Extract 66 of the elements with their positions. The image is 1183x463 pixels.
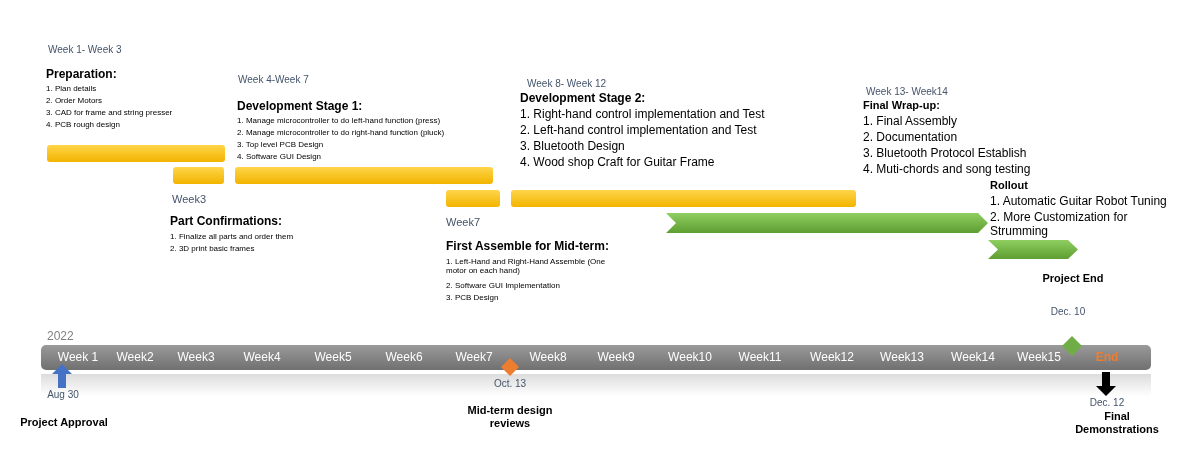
year-label: 2022 (47, 330, 74, 344)
week-label: Week12 (810, 350, 854, 364)
task-item: 3. PCB Design (446, 293, 499, 303)
date-range: Week 1- Week 3 (48, 44, 122, 56)
task-item: 1. Finalize all parts and order them (170, 232, 294, 242)
date-range: Week3 (172, 193, 207, 206)
task-item: 1. Manage microcontroller to do left-hand function (press) (237, 116, 441, 126)
task-bar (446, 190, 500, 207)
milestone-date: Dec. 10 (1049, 306, 1087, 318)
week-label: Week15 (1017, 350, 1061, 364)
week-label: Week7 (455, 350, 493, 364)
phase-heading: Part Confirmations: (170, 215, 282, 229)
milestone-date: Aug 30 (46, 389, 80, 401)
task-item: 2. More Customization for Strumming (990, 211, 1129, 239)
task-item: 1. Left-Hand and Right-Hand Assemble (One motor on each hand) (446, 257, 607, 276)
week-label: Week4 (243, 350, 281, 364)
milestone-label: Final Demonstrations (1074, 410, 1160, 436)
milestone-date: Oct. 13 (492, 378, 528, 390)
task-item: 2. 3D print basic frames (170, 244, 255, 254)
date-range: Week 4-Week 7 (238, 74, 309, 86)
task-item: 2. Left-hand control implementation and Test (520, 124, 757, 138)
task-bar (173, 167, 224, 184)
task-bar (511, 190, 856, 207)
task-item: 2. Documentation (863, 131, 958, 145)
week-label: Week14 (951, 350, 995, 364)
phase-heading: Preparation: (46, 68, 117, 82)
task-item: 3. Bluetooth Design (520, 140, 625, 154)
week-label: Week3 (177, 350, 215, 364)
week-label: Week10 (668, 350, 712, 364)
milestone-label: Project Approval (19, 416, 109, 429)
phase-heading: Development Stage 1: (237, 100, 363, 114)
task-bar (235, 167, 493, 184)
phase-heading: Development Stage 2: (520, 92, 646, 106)
phase-heading: Final Wrap-up: (863, 99, 940, 112)
task-item: 3. CAD for frame and string presser (46, 108, 173, 118)
week-label: Week 1 (57, 350, 99, 364)
task-item: 1. Final Assembly (863, 115, 958, 129)
week-label: Week2 (116, 350, 154, 364)
milestone-label: Mid-term design reviews (466, 404, 554, 430)
task-item: 2. Manage microcontroller to do right-hand function (pluck) (237, 128, 445, 138)
timeline-band (41, 345, 1151, 370)
week-label: Week11 (738, 350, 782, 364)
task-item: 3. Top level PCB Design (237, 140, 324, 150)
week-label: Week5 (314, 350, 352, 364)
date-range: Week 8- Week 12 (527, 78, 607, 90)
week-label: End (1095, 350, 1119, 364)
task-item: 2. Order Motors (46, 96, 102, 106)
phase-heading: First Assemble for Mid-term: (446, 240, 609, 254)
task-item: 1. Plan details (46, 84, 97, 94)
date-range: Week 13- Week14 (866, 86, 948, 98)
week-label: Week13 (880, 350, 924, 364)
week-label: Week6 (385, 350, 423, 364)
milestone-label: Project End (1041, 272, 1105, 285)
task-item: 1. Right-hand control implementation and Test (520, 108, 765, 122)
task-item: 2. Software GUI Implementation (446, 281, 560, 291)
task-item: 4. Software GUI Design (237, 152, 322, 162)
task-bar (47, 145, 225, 162)
task-item: 1. Automatic Guitar Robot Tuning (990, 195, 1167, 209)
task-item: 4. Muti-chords and song testing (863, 163, 1031, 177)
date-range: Week7 (446, 216, 481, 229)
task-item: 3. Bluetooth Protocol Establish (863, 147, 1027, 161)
milestone-date: Dec. 12 (1088, 397, 1126, 409)
week-label: Week8 (529, 350, 567, 364)
week-label: Week9 (597, 350, 635, 364)
phase-heading: Rollout (990, 179, 1028, 192)
task-item: 4. Wood shop Craft for Guitar Frame (520, 156, 715, 170)
